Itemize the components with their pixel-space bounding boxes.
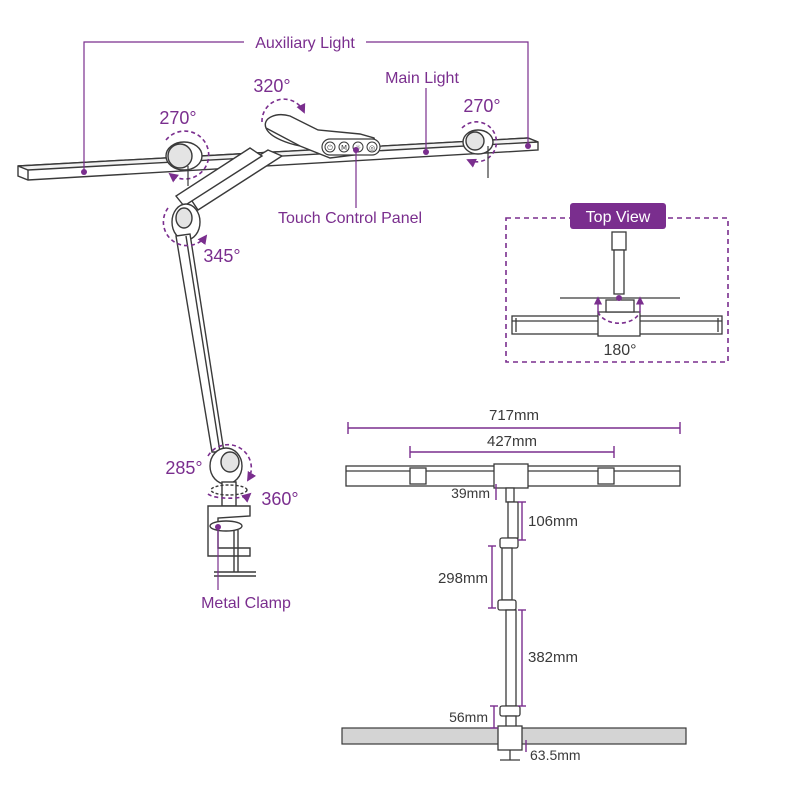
top-view-panel: Top View 180°: [505, 203, 729, 363]
rotation-indicators: [162, 98, 498, 503]
front-arm: [497, 487, 521, 731]
angle-top-joint: 320°: [253, 76, 290, 96]
angle-top-view-rotation: 180°: [603, 342, 636, 359]
dim-lower-arm: 382mm: [528, 649, 578, 666]
callout-lines: [83, 41, 529, 590]
power-icon-glyph: ⏻: [327, 144, 333, 152]
color-icon: [366, 141, 378, 153]
dim-head-offset: 39mm: [451, 485, 490, 501]
power-icon: [324, 141, 336, 153]
total-width-dimension: [347, 422, 681, 434]
top-view-title: Top View: [586, 209, 651, 226]
angle-left-head: 270°: [159, 108, 196, 128]
dim-base-post: 56mm: [449, 709, 488, 725]
dimension-view: 717mm 427mm: [341, 407, 687, 763]
top-view-lamp: [511, 231, 723, 337]
front-clamp: [497, 725, 523, 761]
vertical-dimensions: [488, 484, 527, 752]
dim-total-width: 717mm: [489, 407, 539, 424]
dim-middle-arm: 298mm: [438, 570, 488, 587]
metal-clamp-label: Metal Clamp: [201, 595, 291, 612]
mode-icon: [338, 141, 350, 153]
main-light-label: Main Light: [385, 70, 459, 87]
dim-clamp-depth: 63.5mm: [530, 747, 581, 763]
left-head-joint: [165, 141, 203, 171]
callout-dots: [81, 143, 531, 530]
top-view-tab: [570, 203, 666, 229]
mode-icon-glyph: M: [341, 144, 347, 152]
angle-upper-elbow: 345°: [203, 246, 240, 266]
right-head-joint: [462, 129, 494, 155]
middle-arm: [175, 233, 225, 453]
angle-right-head: 270°: [463, 96, 500, 116]
metal-clamp: [207, 505, 256, 577]
perspective-lamp: ⏻M☼◎: [17, 114, 539, 577]
touch-control-panel-label: Touch Control Panel: [278, 210, 422, 227]
top-view-rotation-arc: [597, 311, 641, 324]
dim-main-width: 427mm: [487, 433, 537, 450]
touch-control-panel: ⏻M☼◎: [321, 138, 381, 156]
dim-upper-arm: 106mm: [528, 513, 578, 530]
angle-base-rotation: 360°: [261, 489, 298, 509]
upper-elbow-joint: [171, 203, 201, 241]
angle-lower-elbow: 285°: [165, 458, 202, 478]
upper-arm: [174, 147, 284, 211]
main-width-dimension: [409, 446, 615, 458]
auxiliary-light-label: Auxiliary Light: [255, 35, 355, 52]
front-light-bar: [345, 463, 681, 489]
lower-elbow-joint: [209, 447, 243, 485]
color-icon-glyph: ◎: [369, 144, 375, 152]
base-post: [210, 481, 248, 507]
